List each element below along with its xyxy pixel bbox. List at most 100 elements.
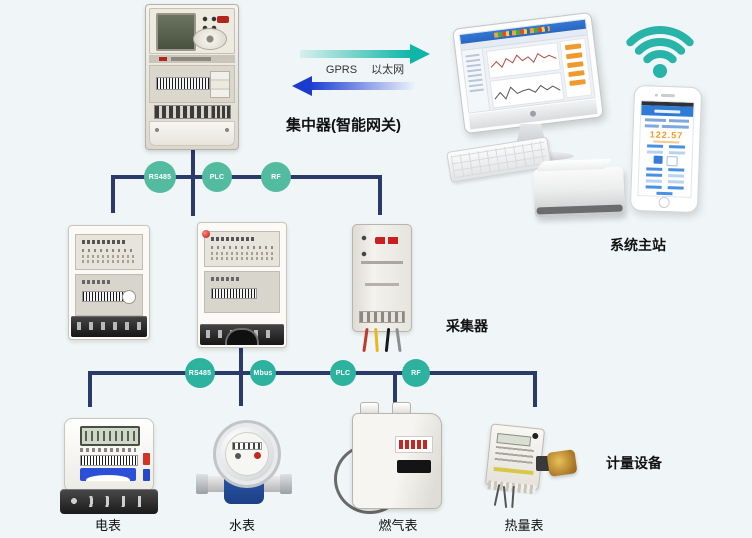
dashboard-line-chart-1: [486, 42, 561, 79]
water-meter-label: 水表: [228, 518, 255, 533]
phone-info-row2: [644, 124, 689, 129]
collector-device-2: [197, 222, 287, 348]
electric-meter-barcode: [80, 455, 138, 466]
uplink-arrow-right: [300, 44, 430, 69]
concentrator-terminals: [154, 105, 212, 119]
phone-link-grid: [643, 167, 686, 196]
line-bus2-gas-drop: [393, 371, 397, 405]
water-meter-dial: [213, 420, 281, 488]
concentrator-red-button: [217, 16, 229, 23]
collector1-terminal-block: [71, 316, 147, 337]
water-meter-red-pointer: [254, 452, 261, 459]
phone-reading-underline: [653, 140, 680, 144]
line-bus2-horizontal: [88, 371, 537, 375]
ethernet-label: 以太网: [371, 64, 405, 76]
concentrator-lcd: [156, 13, 196, 51]
uplink-arrow-left: [292, 76, 416, 101]
concentrator-cover: [149, 121, 235, 146]
collector3-indicator-dots: [361, 235, 367, 259]
gprs-label: GPRS: [325, 64, 358, 76]
collector2-nameplate: [204, 271, 280, 313]
water-meter-device: [196, 420, 292, 512]
heat-meter-device: [478, 423, 578, 509]
collector-device-3: [352, 224, 412, 332]
wifi-icon: [620, 14, 700, 89]
heat-meter-text-lines: [494, 445, 534, 467]
collector3-terminals: [359, 311, 405, 323]
gateway-box: [533, 166, 625, 218]
line-concentrator-drop: [191, 148, 195, 216]
heat-meter-label: 热量表: [504, 518, 544, 533]
concentrator-device: [145, 4, 239, 150]
main-station-computer: [446, 11, 624, 183]
gas-meter-device: [334, 402, 446, 514]
collector1-button: [122, 290, 136, 304]
electric-meter-lcd: [80, 426, 140, 446]
electric-meter-device: [60, 418, 158, 514]
bus2-node-plc: PLC: [330, 360, 356, 386]
collector-device-1: [68, 225, 150, 340]
collector-label: 采集器: [446, 318, 488, 334]
bus2-node-rf: RF: [402, 359, 430, 387]
collector2-red-led: [202, 230, 210, 238]
bus1-node-plc: PLC: [202, 162, 232, 192]
line-bus2-right-drop: [533, 371, 537, 407]
concentrator-nav-pad: [193, 28, 227, 50]
collector1-nameplate: [75, 274, 143, 316]
concentrator-brand-band: [149, 55, 235, 63]
collector3-text-line2: [365, 283, 399, 286]
dashboard-right-panel: [559, 37, 593, 99]
line-bus1-horizontal: [111, 175, 382, 179]
concentrator-front-panel: [149, 8, 235, 54]
concentrator-buttons: [202, 16, 218, 31]
heat-meter-stripe: [493, 466, 534, 476]
electric-meter-blue-band: [80, 468, 136, 481]
collector3-red-leds: [375, 237, 401, 244]
imac-screen: [452, 11, 604, 135]
water-meter-counter: [232, 442, 262, 450]
concentrator-terminals-aux: [211, 105, 231, 119]
dashboard-line-chart-2: [489, 71, 565, 109]
collector2-terminal-block: [200, 324, 284, 345]
phone-action-buttons: [639, 155, 691, 167]
main-station-label: 系统主站: [610, 237, 666, 253]
phone-meter-reading: 122.57: [649, 129, 684, 141]
phone-camera: [654, 93, 658, 97]
phone-app-header: [641, 105, 694, 117]
collector3-wires: [360, 327, 406, 354]
collector2-panel: [204, 231, 280, 267]
collector3-text-line: [361, 261, 403, 264]
metering-devices-label: 计量设备: [606, 455, 662, 471]
line-bus1-right-drop: [378, 175, 382, 215]
bus1-node-rs485: RS485: [144, 161, 176, 193]
water-meter-face: [225, 432, 269, 476]
bus2-node-mbus: Mbus: [250, 360, 276, 386]
electric-meter-terminal-block: [60, 489, 158, 514]
bus1-node-rf: RF: [261, 162, 291, 192]
heat-meter-brass-valve: [546, 449, 578, 477]
gas-meter-lcd: [397, 460, 431, 473]
phone-screen: 122.57: [637, 100, 695, 198]
dashboard-display: [458, 18, 596, 114]
electric-meter-label: 电表: [94, 518, 121, 533]
gas-meter-body: [352, 413, 442, 509]
water-meter-dot: [235, 453, 241, 459]
electric-meter-red-button: [143, 453, 150, 465]
electric-meter-text-row: [80, 448, 136, 452]
smartphone: 122.57: [629, 84, 703, 214]
electric-meter-blue-button: [143, 469, 150, 481]
collector2-barcode: [211, 288, 257, 299]
uplink-protocol-labels: GPRS 以太网: [302, 61, 428, 77]
line-bus1-left-drop: [111, 175, 115, 213]
phone-home-button: [658, 196, 670, 209]
phone-info-row: [644, 118, 690, 123]
gas-meter-counter-label: [395, 436, 433, 453]
collector1-panel: [75, 234, 143, 270]
heat-meter-lcd: [496, 433, 532, 447]
concentrator-nameplate: [149, 65, 235, 103]
gas-meter-label: 燃气表: [378, 518, 418, 533]
phone-speaker: [660, 93, 675, 98]
line-bus2-left-drop: [88, 371, 92, 407]
concentrator-stickers: [210, 71, 230, 98]
